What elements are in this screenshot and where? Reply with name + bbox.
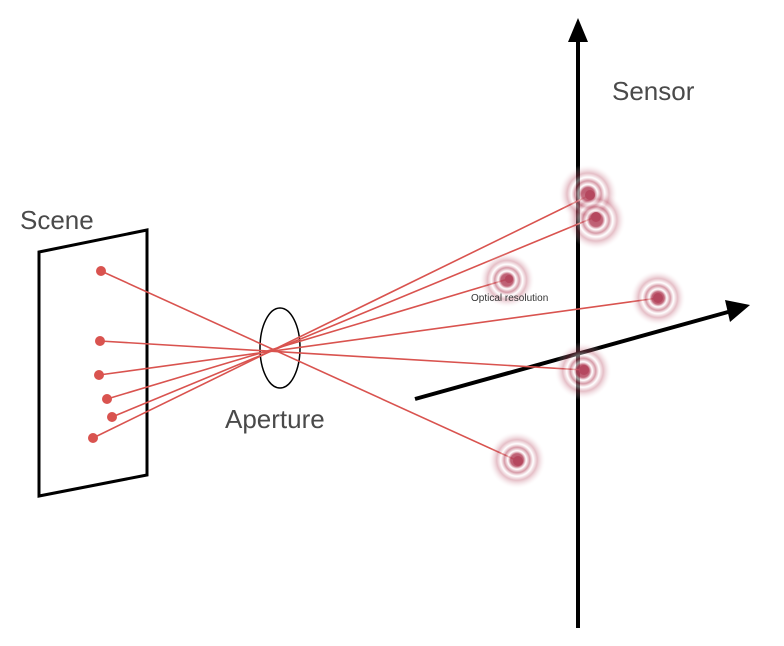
scene-point	[96, 266, 106, 276]
ray-4	[106, 278, 509, 400]
scene-point	[94, 370, 104, 380]
sensor-vertical-arrowhead	[568, 18, 588, 42]
light-rays	[92, 194, 659, 462]
ray-1	[100, 270, 519, 462]
spot-center	[653, 293, 663, 303]
scene-plane	[37, 228, 149, 498]
sensor-label: Sensor	[612, 76, 695, 106]
ray-2	[99, 340, 585, 371]
spot-center	[591, 212, 601, 222]
sensor-horizontal-arrowhead	[725, 300, 750, 322]
scene-points	[88, 266, 117, 443]
ray-5	[111, 216, 596, 418]
spot-centers	[505, 190, 663, 466]
optical-resolution-label: Optical resolution	[471, 293, 548, 304]
scene-point	[102, 394, 112, 404]
scene-point	[88, 433, 98, 443]
aperture-label: Aperture	[225, 404, 325, 434]
spot-center	[579, 365, 589, 375]
blur-spots	[479, 164, 686, 489]
scene-point	[95, 336, 105, 346]
spot-center	[505, 275, 513, 283]
spot-center	[513, 456, 523, 466]
ray-3	[98, 297, 659, 376]
ray-6	[92, 194, 591, 439]
scene-point	[107, 412, 117, 422]
scene-label: Scene	[20, 205, 94, 235]
spot-center	[585, 190, 595, 200]
